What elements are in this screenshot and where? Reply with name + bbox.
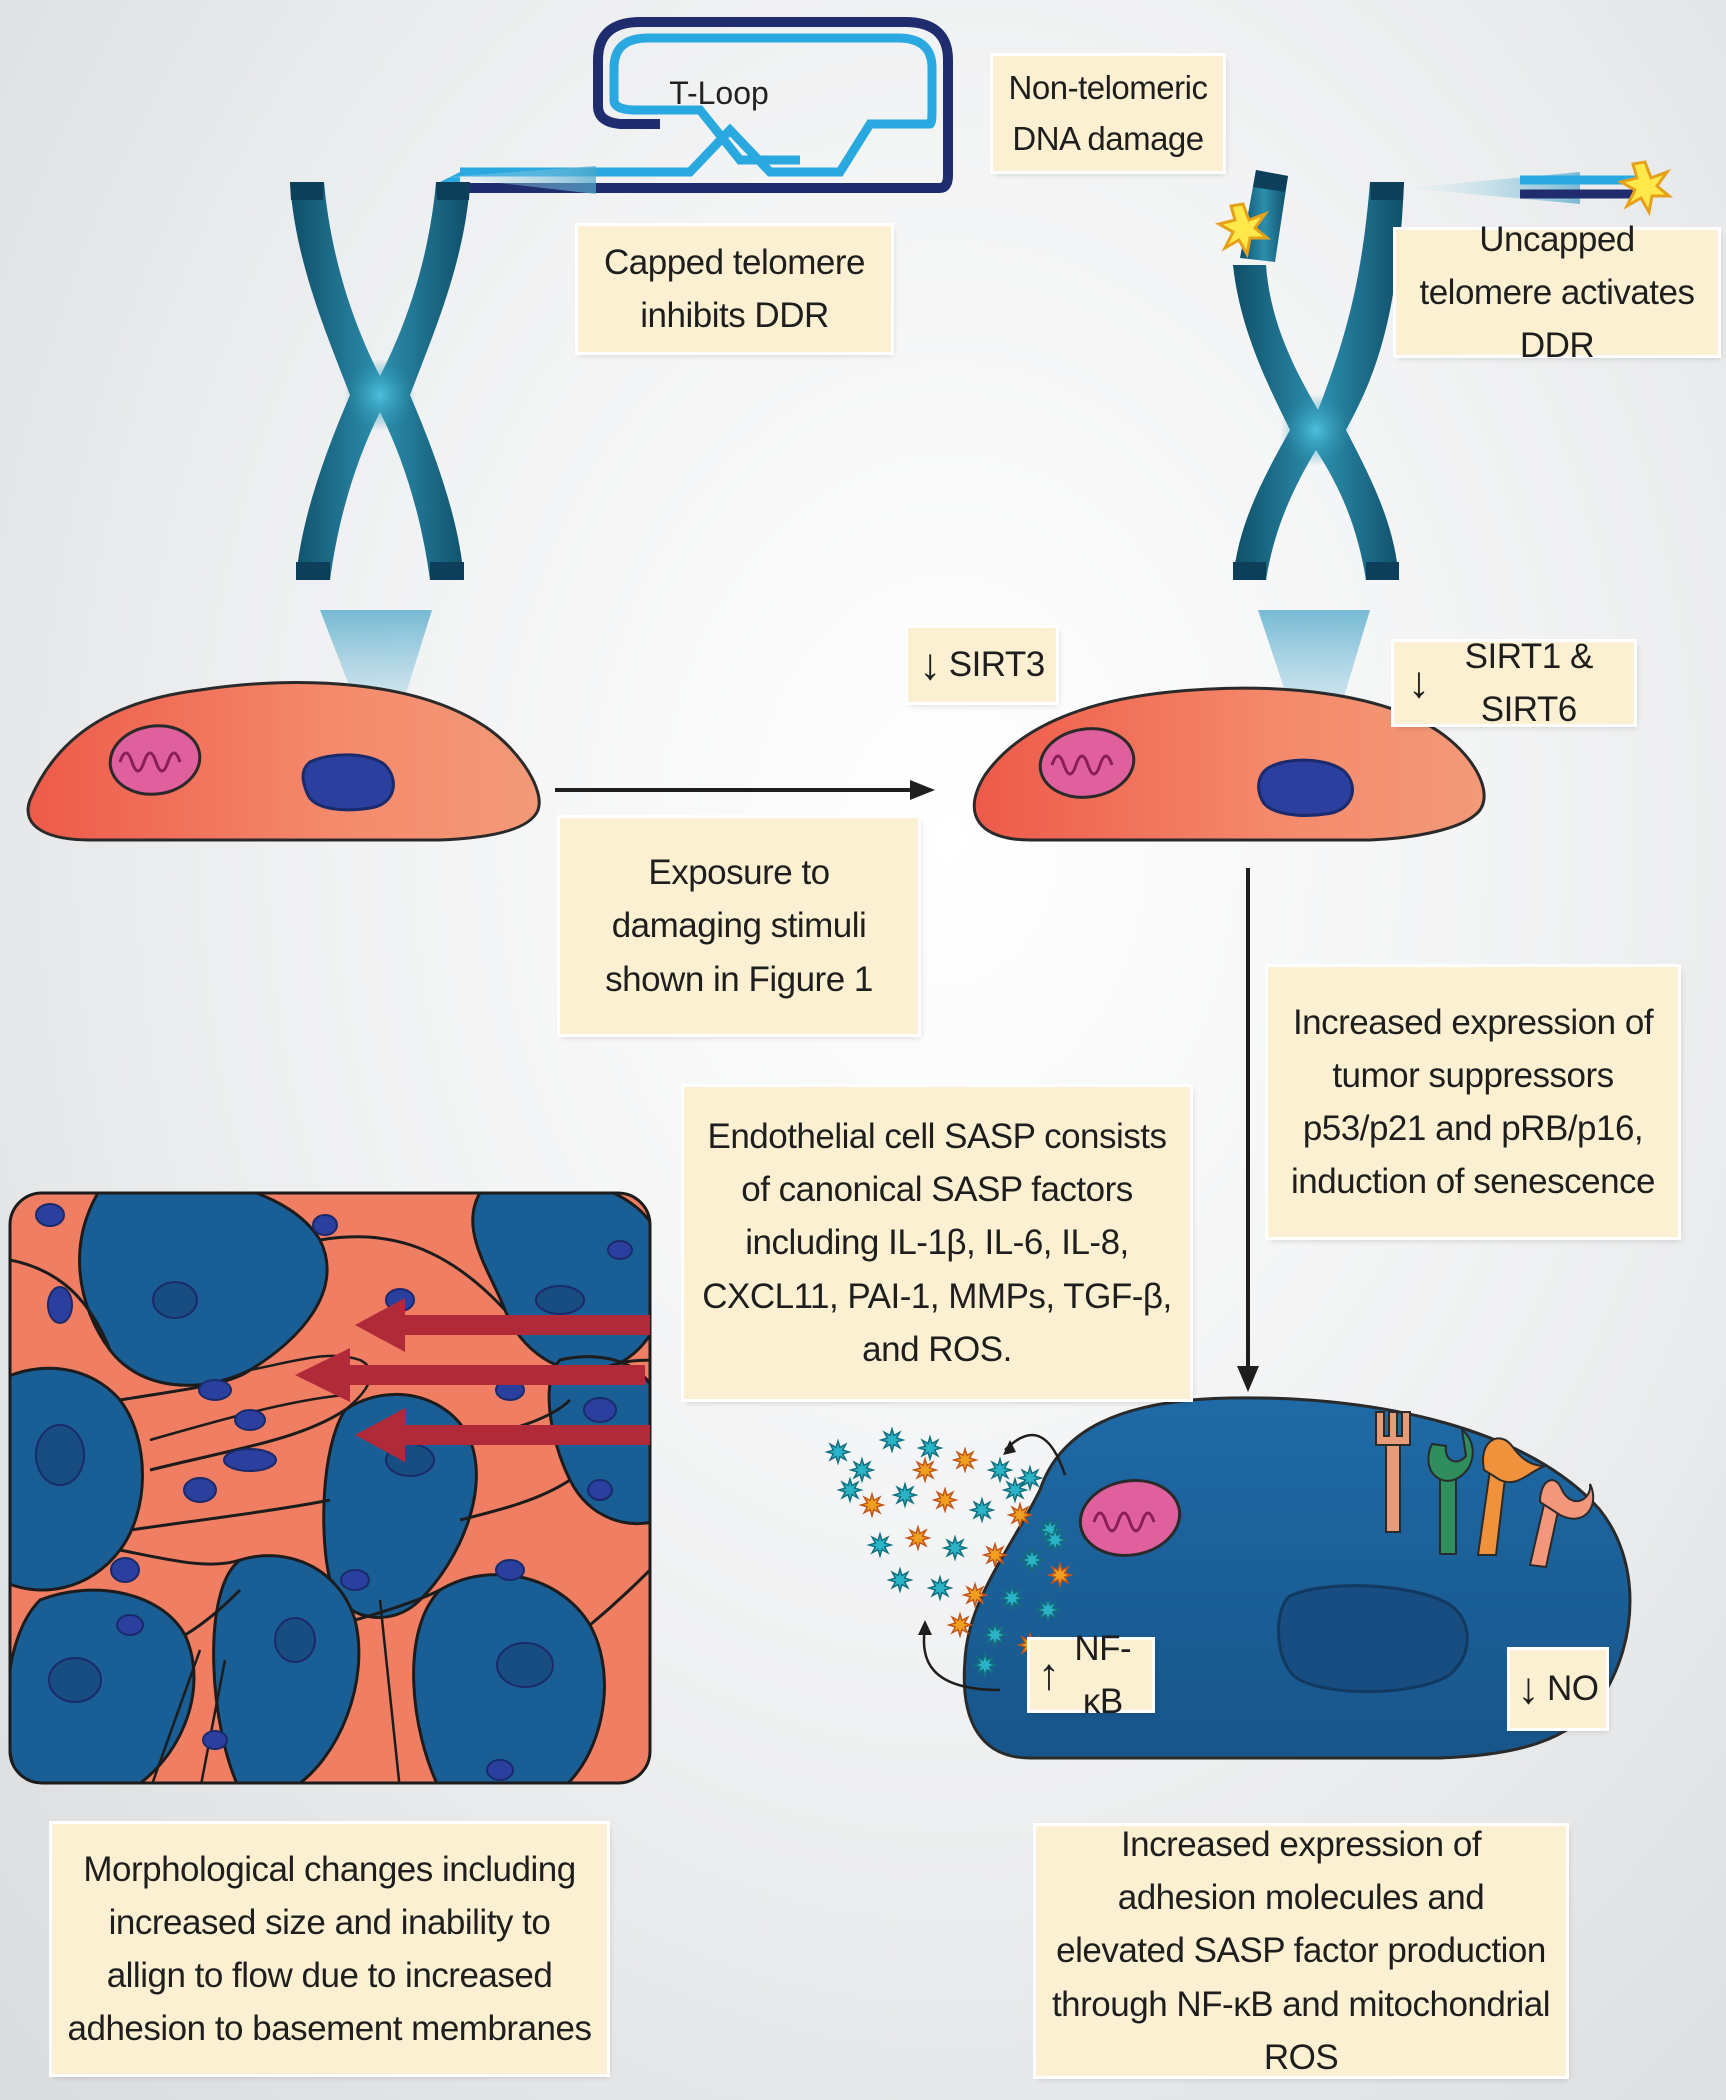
sasp-factor-icon: [858, 1491, 886, 1519]
non-telomeric-damage-label: Non-telomeric DNA damage: [993, 56, 1223, 171]
sasp-factor-icon: [836, 1476, 864, 1504]
sasp-factor-icon: [848, 1456, 876, 1484]
sasp-factor-icon: [1016, 1464, 1044, 1492]
sasp-factor-icon: [951, 1446, 979, 1474]
sasp-factor-icon: [1018, 1546, 1046, 1574]
down-arrow-icon: ↓: [919, 640, 941, 689]
sirt1-sirt6-label: ↓ SIRT1 & SIRT6: [1394, 637, 1634, 729]
adhesion-label: Increased expression of adhesion molecul…: [1036, 1825, 1566, 2077]
stressed-cell: [972, 686, 1486, 842]
tumor-suppressor-label: Increased expression of tumor suppressor…: [1268, 967, 1678, 1237]
sirt3-label: ↓ SIRT3: [908, 628, 1056, 702]
sasp-factor-icon: [926, 1574, 954, 1602]
sasp-factor-icon: [886, 1566, 914, 1594]
sasp-factor-icon: [891, 1481, 919, 1509]
sasp-factor-icon: [981, 1541, 1009, 1569]
senescence-arrow: [1237, 868, 1259, 1392]
capped-telomere-label: Capped telomere inhibits DDR: [578, 226, 891, 352]
sasp-factor-icon: [1006, 1501, 1034, 1529]
up-arrow-icon: ↑: [1038, 1650, 1060, 1699]
sasp-factor-icon: [998, 1584, 1026, 1612]
endothelial-tissue-panel: [8, 1191, 652, 1785]
damage-star-icon: [1617, 160, 1674, 217]
exposure-label: Exposure to damaging stimuli shown in Fi…: [560, 818, 918, 1034]
sasp-factor-icon: [904, 1524, 932, 1552]
nucleus-senescent: [1277, 1584, 1469, 1694]
sasp-factor-icon: [824, 1438, 852, 1466]
chromosome-left: [290, 182, 470, 580]
sasp-factor-icon: [1046, 1561, 1074, 1589]
sasp-factor-icon: [1041, 1526, 1069, 1554]
sasp-factor-icon: [946, 1611, 974, 1639]
morphology-label: Morphological changes including increase…: [52, 1824, 607, 2074]
t-loop-label: T-Loop: [669, 75, 769, 111]
sasp-factor-icon: [911, 1456, 939, 1484]
projection-beam-right: [1258, 610, 1370, 760]
sasp-factor-icon: [968, 1496, 996, 1524]
receptor-1-icon: [1375, 1411, 1411, 1533]
adhesion-molecules: [1375, 1411, 1595, 1569]
down-arrow-icon: ↓: [1517, 1664, 1540, 1713]
telomere-beam-left: [446, 166, 596, 194]
nucleus-right: [1257, 758, 1354, 817]
sasp-particles: [824, 1426, 1074, 1679]
projection-beam-left: [320, 610, 432, 745]
sasp-factor-icon: [986, 1456, 1014, 1484]
nfkb-label: ↑ NF-κB: [1030, 1629, 1152, 1721]
no-label: ↓ NO: [1510, 1650, 1606, 1728]
sasp-factor-icon: [1001, 1476, 1029, 1504]
healthy-cell: [26, 681, 541, 842]
receptor-3-icon: [1476, 1437, 1546, 1556]
sasp-composition-label: Endothelial cell SASP consists of canoni…: [684, 1087, 1190, 1399]
sasp-factor-icon: [1034, 1596, 1062, 1624]
uncapped-telomere-label: Uncapped telomere activates DDR: [1396, 220, 1718, 365]
sasp-factor-icon: [931, 1486, 959, 1514]
mitochondrion-left: [108, 724, 202, 796]
damage-star-icon: [1215, 202, 1272, 259]
secretion-arrow-bottom: [922, 1627, 1001, 1692]
exposure-arrow: [555, 780, 935, 800]
receptor-2-icon: [1427, 1427, 1474, 1555]
sasp-factor-icon: [866, 1531, 894, 1559]
down-arrow-icon: ↓: [1408, 658, 1430, 707]
nucleus-left: [301, 753, 395, 812]
receptor-4-icon: [1528, 1479, 1595, 1569]
secretion-arrow-top: [1004, 1433, 1067, 1476]
mitochondrion-senescent: [1078, 1479, 1182, 1557]
sasp-factor-icon: [878, 1426, 906, 1454]
sasp-factor-icon: [961, 1581, 989, 1609]
sasp-factor-icon: [971, 1651, 999, 1679]
mitochondrion-right: [1038, 727, 1136, 799]
sasp-factor-icon: [941, 1534, 969, 1562]
sasp-factor-icon: [981, 1621, 1009, 1649]
uncapped-telomere: [1406, 172, 1640, 204]
flow-arrows: [295, 1298, 650, 1462]
sasp-factor-icon: [916, 1434, 944, 1462]
